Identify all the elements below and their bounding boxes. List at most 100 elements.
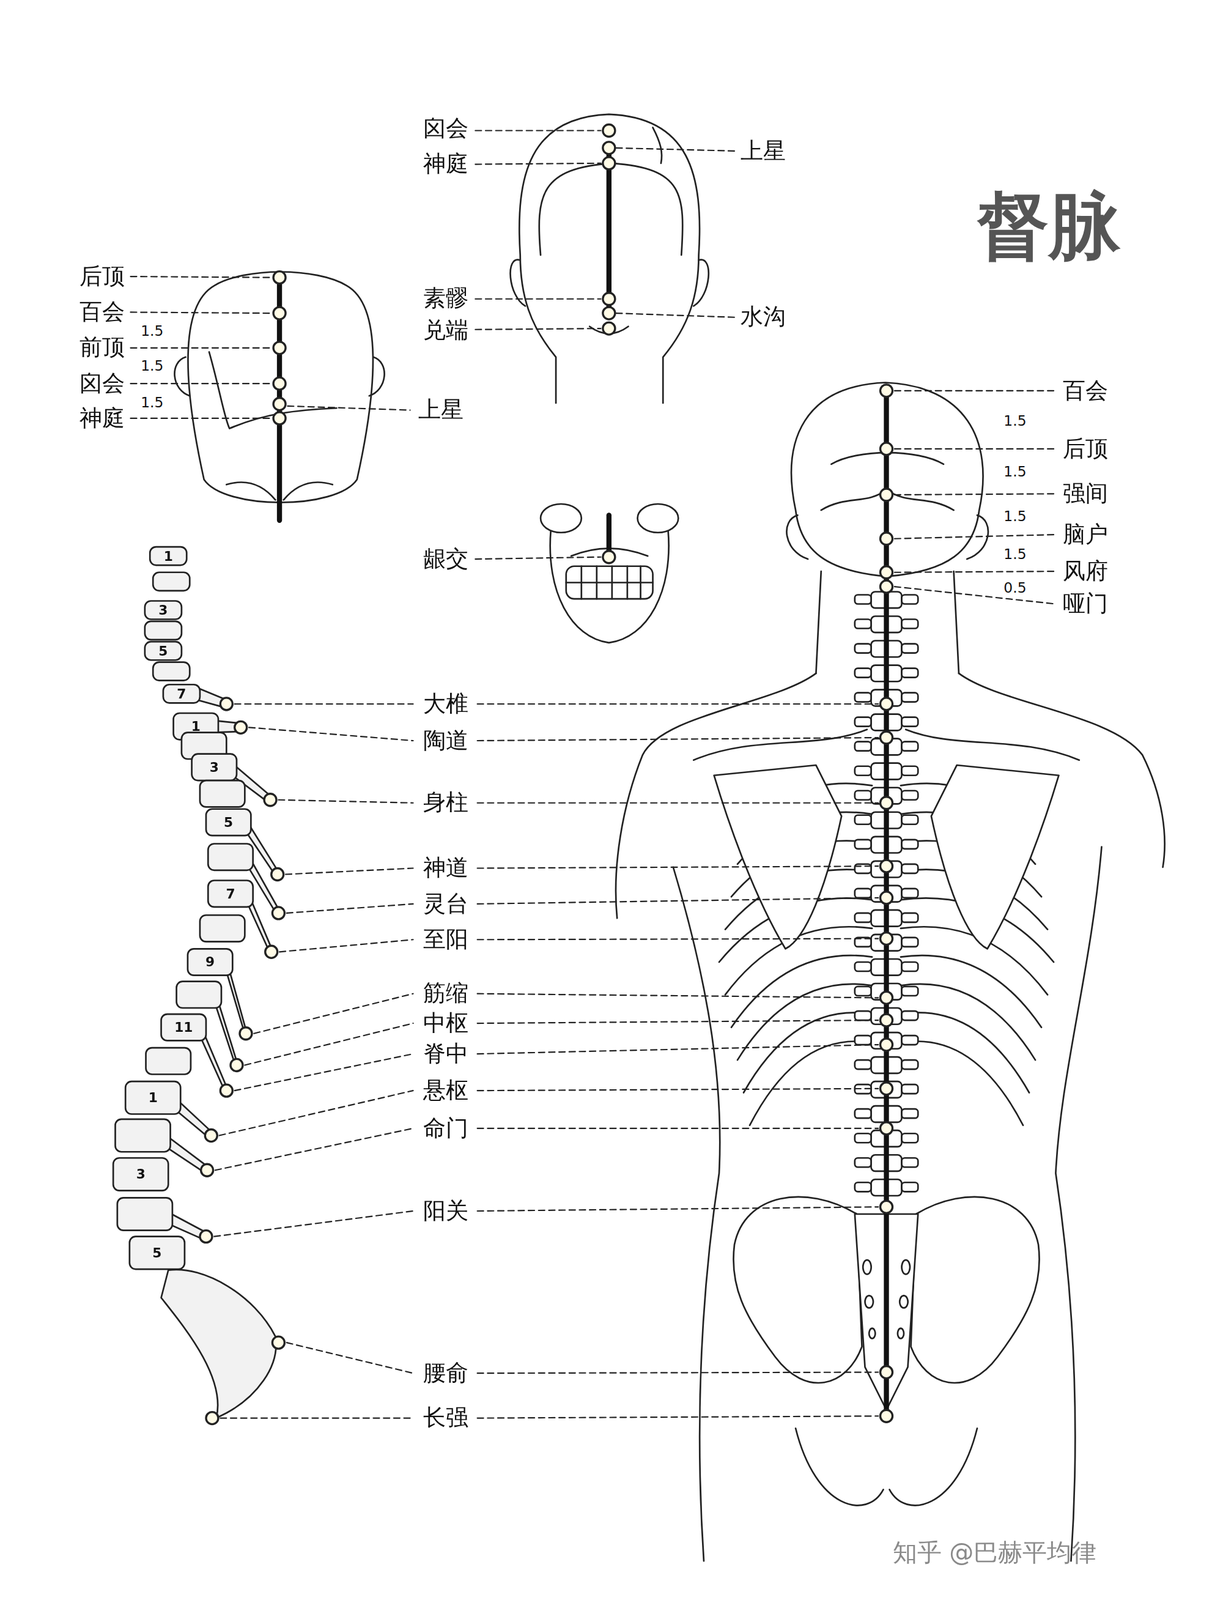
leader-line <box>477 1019 879 1024</box>
acupoint-dot <box>271 868 284 881</box>
point-label: 风府 <box>1062 560 1108 583</box>
distance-label: 1.5 <box>138 322 166 339</box>
acupoint-dot <box>206 1411 219 1425</box>
leader-line <box>475 298 601 300</box>
acupoint-dot <box>204 1129 218 1142</box>
leader-line <box>475 163 601 165</box>
vertebral-body <box>152 572 190 591</box>
transverse-process <box>901 717 919 727</box>
finger <box>637 503 679 533</box>
ear <box>174 357 190 396</box>
leader-line <box>477 897 879 904</box>
leader-line <box>477 1206 879 1211</box>
vertebral-body <box>163 684 200 703</box>
leader-line <box>234 703 414 705</box>
acupoint-dot <box>880 991 893 1004</box>
acupoint-dot <box>239 1027 252 1040</box>
point-label: 后顶 <box>1062 437 1108 461</box>
pelvis <box>911 1196 1040 1383</box>
transverse-process <box>901 1182 919 1192</box>
transverse-process <box>901 790 919 800</box>
body-outline <box>1055 846 1102 1561</box>
leader-line <box>894 390 1057 392</box>
watermark: 知乎 @巴赫平均律 <box>892 1540 1097 1565</box>
acupoint-dot <box>880 1122 893 1135</box>
transverse-process <box>901 1084 919 1094</box>
point-label: 腰俞 <box>423 1361 468 1385</box>
leader-lines <box>130 130 1057 1419</box>
point-label: 筋缩 <box>423 982 468 1005</box>
transverse-process <box>854 766 872 776</box>
transverse-process <box>901 961 919 972</box>
transverse-process <box>901 986 919 996</box>
vertebral-body <box>187 948 233 975</box>
point-label: 灵台 <box>423 892 468 916</box>
acupoint-dot <box>602 306 616 320</box>
point-label: 长强 <box>423 1406 468 1430</box>
leader-line <box>616 313 735 318</box>
acupoint-dot <box>220 697 233 710</box>
point-label: 后顶 <box>79 265 125 289</box>
leader-line <box>214 1210 413 1237</box>
acupoint-dot <box>272 906 285 920</box>
vertebra-number: 3 <box>158 603 168 618</box>
rib <box>731 955 872 1028</box>
acupoint-dot <box>273 398 286 411</box>
distance-label: 1.5 <box>1001 462 1029 480</box>
transverse-process <box>901 643 919 654</box>
acupoint-dot <box>880 1082 893 1095</box>
transverse-process <box>901 741 919 751</box>
meridian-lines <box>279 152 887 1416</box>
point-label: 身柱 <box>423 791 468 814</box>
leader-line <box>477 1044 879 1054</box>
vertebra-number: 7 <box>176 686 186 701</box>
leader-line <box>130 276 272 278</box>
acupoint-dot <box>880 891 893 904</box>
vertebral-body <box>199 780 245 807</box>
acupoint-dot <box>602 141 616 155</box>
acupoint-dot <box>201 1163 214 1176</box>
acupoint-dot <box>880 1409 893 1422</box>
vertebral-body <box>114 1119 170 1152</box>
point-label: 上星 <box>740 140 786 163</box>
point-label: 素髎 <box>423 287 468 311</box>
transverse-process <box>854 888 872 898</box>
transverse-process <box>901 594 919 604</box>
leader-line <box>477 1415 879 1418</box>
leader-line <box>287 406 410 411</box>
point-label: 中枢 <box>423 1012 468 1035</box>
scapula <box>931 764 1060 949</box>
transverse-process <box>901 766 919 776</box>
transverse-process <box>901 692 919 703</box>
transverse-process <box>901 1010 919 1020</box>
acupoint-dot <box>880 859 893 872</box>
acupoint-dot <box>273 412 286 425</box>
transverse-process <box>854 717 872 727</box>
vertebral-body <box>149 546 187 566</box>
transverse-process <box>901 668 919 678</box>
point-label: 神道 <box>423 856 468 880</box>
transverse-process <box>854 815 872 825</box>
point-label: 命门 <box>423 1117 468 1140</box>
leader-line <box>253 993 413 1034</box>
leader-line <box>234 1053 414 1091</box>
leader-line <box>894 534 1057 539</box>
leader-line <box>278 799 413 803</box>
point-label: 哑门 <box>1062 592 1108 616</box>
point-label: 强间 <box>1062 482 1108 506</box>
distance-label: 0.5 <box>1001 579 1029 596</box>
acupoint-dot <box>234 720 248 734</box>
transverse-process <box>854 1133 872 1143</box>
vertebra-number: 1 <box>148 1090 158 1105</box>
point-label: 大椎 <box>423 692 468 716</box>
clavicle <box>905 729 1080 761</box>
scapula <box>714 764 843 949</box>
transverse-process <box>901 619 919 629</box>
rib <box>900 1012 1030 1093</box>
head-outline <box>519 114 700 403</box>
vertebra-number: 9 <box>205 955 215 969</box>
vertebral-body <box>125 1081 181 1114</box>
distance-label: 1.5 <box>138 357 166 374</box>
acupoint-dot <box>602 322 616 335</box>
